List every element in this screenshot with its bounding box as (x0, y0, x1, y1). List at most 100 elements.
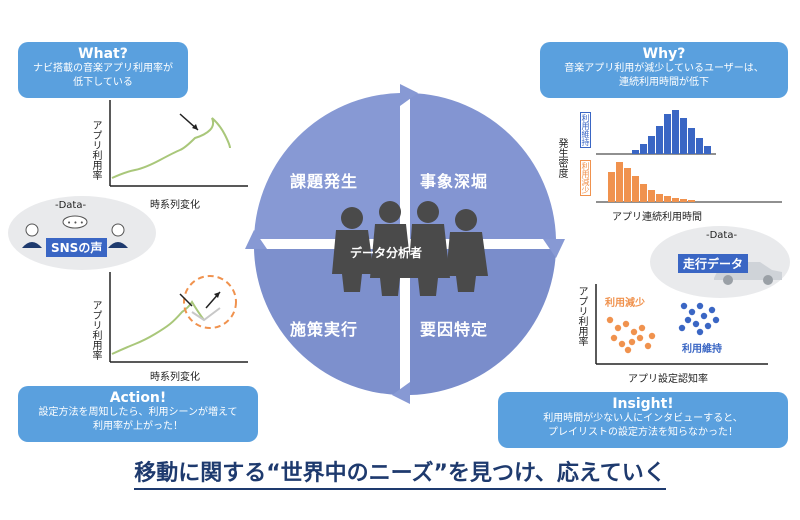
why-bubble: Why? 音楽アプリ利用が減少しているユーザーは、 連続利用時間が低下 (540, 42, 788, 98)
sns-people-icon: • • • (22, 215, 128, 248)
bl-trend-line (111, 300, 205, 355)
keep-bar (704, 146, 711, 154)
drop-bar (632, 176, 639, 202)
keep-dot (704, 322, 712, 330)
drop-bar (664, 196, 671, 202)
keep-bar (632, 150, 639, 154)
action-body-line2: 利用率が上がった！ (93, 421, 183, 432)
what-body-line1: ナビ搭載の音楽アプリ利用率が (33, 63, 173, 74)
tr-histogram (596, 110, 782, 203)
what-bubble: What? ナビ搭載の音楽アプリ利用率が 低下している (18, 42, 188, 98)
label-action: 施策実行 (290, 320, 359, 339)
bl-xlabel: 時系列変化 (150, 372, 200, 383)
drop-dot (618, 340, 626, 348)
tr-tag-keep: 利用維持 (580, 112, 591, 148)
keep-bar (688, 128, 695, 154)
tl-xlabel: 時系列変化 (150, 200, 200, 211)
segment-factor (410, 249, 556, 395)
tr-ylabel: 発生密度 (556, 138, 567, 178)
drop-bar (656, 194, 663, 202)
what-body-line2: 低下している (73, 77, 133, 88)
action-title: Action! (109, 390, 167, 406)
why-body-line2: 連続利用時間が低下 (619, 77, 709, 88)
drop-bars (608, 162, 695, 202)
drop-bar (640, 184, 647, 202)
drop-bar (680, 199, 687, 202)
keep-dot (708, 306, 716, 314)
segment-action (254, 249, 400, 395)
keep-dot (700, 312, 708, 320)
keep-bars (632, 110, 711, 154)
drop-dot (610, 334, 618, 342)
br-label-drop: 利用減少 (605, 298, 645, 309)
drop-bar (608, 172, 615, 202)
br-label-keep: 利用維持 (682, 344, 722, 355)
tl-ylabel: アプリ利用率 (90, 120, 101, 180)
arrow-top (400, 84, 418, 106)
drop-dot (606, 316, 614, 324)
drop-bar (616, 162, 623, 202)
drop-dot (638, 324, 646, 332)
br-xlabel: アプリ設定認知率 (628, 374, 708, 385)
keep-dot (696, 328, 704, 336)
action-bubble: Action! 設定方法を周知したら、利用シーンが増えて 利用率が上がった！ (18, 386, 258, 442)
drop-dot (624, 346, 632, 354)
tl-trend-line (111, 117, 231, 179)
br-ylabel: アプリ利用率 (576, 286, 587, 346)
cycle-arrows (245, 84, 565, 404)
sns-label: SNSの声 (46, 238, 108, 257)
keep-bar (680, 118, 687, 154)
insight-title: Insight! (612, 396, 674, 412)
headline-text: 移動に関する“世界中のニーズ”を見つけ、応えていく (134, 461, 666, 490)
cycle-segments (254, 93, 556, 395)
keep-dot (692, 320, 700, 328)
bl-ylabel: アプリ利用率 (90, 300, 101, 360)
bl-line-chart (109, 272, 248, 363)
sns-data-tag: -Data- (55, 200, 87, 211)
why-title: Why? (642, 46, 686, 62)
why-body-line1: 音楽アプリ利用が減少しているユーザーは、 (564, 63, 764, 74)
drop-dots (606, 316, 656, 354)
tr-tag-drop: 利用減少 (580, 160, 591, 196)
keep-dot (696, 302, 704, 310)
analysis-cycle (245, 84, 565, 404)
drop-bar (624, 168, 631, 202)
drive-data-tag: -Data- (706, 230, 738, 241)
br-scatter (595, 284, 768, 365)
arrow-left (245, 230, 267, 249)
svg-text:• • •: • • • (67, 219, 84, 227)
keep-bar (656, 126, 663, 154)
insight-body-line2: プレイリストの設定方法を知らなかった！ (548, 427, 738, 438)
label-factor: 要因特定 (420, 320, 489, 339)
label-dig: 事象深堀 (420, 172, 489, 191)
tl-line-chart (109, 100, 248, 187)
drop-dot (648, 332, 656, 340)
drop-bar (648, 190, 655, 202)
drive-label: 走行データ (678, 254, 749, 273)
keep-dot (684, 316, 692, 324)
keep-bar (696, 138, 703, 154)
tr-xlabel: アプリ連続利用時間 (612, 212, 702, 223)
action-body-line1: 設定方法を周知したら、利用シーンが増えて (38, 407, 238, 418)
drop-dot (614, 324, 622, 332)
drop-bar (688, 200, 695, 202)
drop-dot (630, 328, 638, 336)
label-issue: 課題発生 (290, 172, 359, 191)
keep-dot (712, 316, 720, 324)
drop-dot (628, 338, 636, 346)
insight-body-line1: 利用時間が少ない人にインタビューすると、 (543, 413, 743, 424)
keep-dot (680, 302, 688, 310)
headline: 移動に関する“世界中のニーズ”を見つけ、応えていく (0, 455, 800, 490)
bl-highlight-circle (183, 275, 237, 329)
keep-dots (678, 302, 720, 336)
drop-dot (636, 334, 644, 342)
analysts-silhouette (332, 201, 488, 296)
keep-bar (664, 114, 671, 154)
drop-dot (622, 320, 630, 328)
keep-bar (672, 110, 679, 154)
keep-bar (640, 144, 647, 154)
keep-dot (678, 324, 686, 332)
arrow-bottom (392, 382, 410, 404)
keep-dot (688, 308, 696, 316)
drop-bar (672, 198, 679, 202)
